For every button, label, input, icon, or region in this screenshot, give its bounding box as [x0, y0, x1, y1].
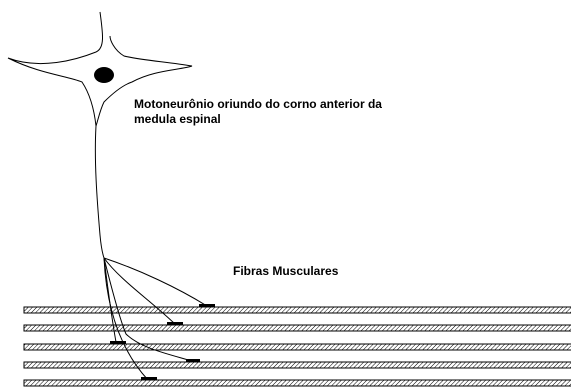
axon-branch [103, 257, 193, 362]
motor-end-plate [199, 304, 215, 307]
motor-end-plate [110, 341, 126, 344]
axon-branch [103, 257, 208, 307]
muscle-fibers-label: Fibras Musculares [233, 264, 339, 278]
neuron-label: Motoneurônio oriundo do corno anterior d… [134, 97, 474, 127]
axon-branch [103, 257, 176, 325]
motor-end-plate [141, 377, 157, 380]
neuron-label-line-2: medula espinal [134, 112, 221, 126]
muscle-fiber [23, 306, 571, 314]
axon [94, 125, 105, 259]
muscle-fiber [23, 324, 571, 332]
muscle-fiber [23, 379, 571, 387]
neuron-cell-body [7, 11, 193, 127]
motor-end-plate [167, 322, 183, 325]
neuron-label-line-1: Motoneurônio oriundo do corno anterior d… [134, 97, 382, 111]
neuron-nucleus [94, 67, 114, 83]
muscle-fiber [23, 361, 571, 369]
motor-end-plate [186, 359, 200, 362]
muscle-fiber [23, 343, 571, 351]
